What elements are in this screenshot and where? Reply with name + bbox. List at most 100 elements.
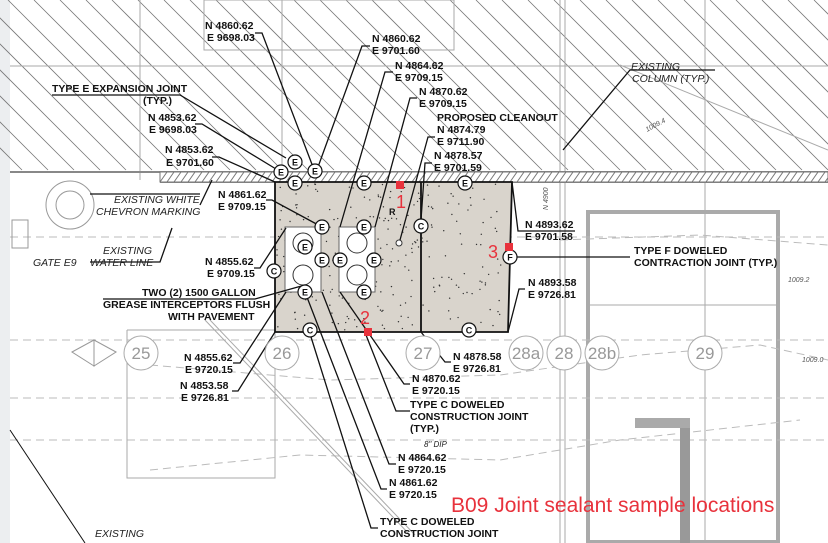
concrete-speckle [411, 243, 414, 245]
joint-tag-e: E [273, 164, 289, 180]
cleanout-icon [395, 239, 403, 247]
concrete-speckle [380, 291, 382, 293]
concrete-speckle [337, 217, 339, 220]
sample-marker-3-label: 3 [488, 242, 498, 262]
concrete-speckle [479, 288, 481, 291]
joint-tag-e: E [366, 252, 382, 268]
drawing-line [507, 288, 525, 333]
sample-marker-1[interactable] [396, 181, 404, 189]
coord-label: E 9726.81 [181, 392, 229, 404]
joint-tag-letter: E [292, 157, 298, 167]
hatch-line [0, 121, 49, 171]
concrete-speckle [302, 218, 305, 221]
curb-hatch [495, 171, 504, 183]
drawing-line [304, 291, 387, 490]
coord-label: E 9698.03 [149, 124, 197, 136]
hatch-line [527, 0, 699, 171]
curb-hatch [369, 171, 378, 183]
joint-tag-circle [307, 163, 323, 179]
concrete-speckle [315, 188, 317, 191]
concrete-speckle [414, 241, 417, 244]
joint-tag-e: E [297, 284, 313, 300]
curb-hatch [558, 171, 567, 183]
coord-label: E 9726.81 [453, 363, 501, 375]
hatch-line [0, 147, 23, 171]
concrete-speckle [417, 246, 420, 248]
concrete-speckle [384, 217, 386, 220]
concrete-speckle [278, 293, 280, 296]
coord-label: E 9701.59 [434, 162, 482, 174]
concrete-speckle [399, 224, 402, 226]
water-line-note: EXISTING [103, 245, 152, 257]
coord-label: E 9709.15 [419, 98, 467, 110]
drawing-line [255, 32, 314, 168]
concrete-speckle [379, 309, 382, 311]
drawing-line [55, 190, 85, 220]
type-e-note-typ: (TYP.) [143, 95, 172, 107]
hatch-line [709, 0, 828, 119]
drawing-line: 26 [273, 344, 292, 363]
drawing-line [90, 227, 173, 263]
joint-tag-e: E [297, 239, 313, 255]
concrete-speckle [433, 286, 435, 288]
curb-hatch [425, 171, 434, 183]
concrete-speckle [363, 317, 365, 320]
joint-tag-circle [297, 284, 313, 300]
concrete-speckle [438, 185, 440, 187]
joint-tag-circle [314, 219, 330, 235]
type-c-note-2: TYPE C DOWELED [380, 516, 475, 528]
curb-hatch [754, 171, 763, 183]
curb-hatch [194, 171, 203, 183]
drawing-line [405, 335, 441, 371]
concrete-speckle [399, 304, 402, 306]
drawing-line [365, 334, 410, 412]
concrete-speckle [350, 206, 352, 208]
concrete-speckle [408, 269, 410, 271]
concrete-speckle [447, 310, 450, 312]
drawing-line [45, 180, 95, 230]
drawing-line [508, 335, 544, 371]
drawing-line [149, 419, 801, 471]
drawing-line [232, 331, 276, 392]
concrete-speckle [407, 316, 409, 319]
hatch-line [787, 0, 828, 41]
drawing-line [511, 181, 575, 232]
concrete-speckle [322, 289, 325, 291]
sample-marker-3[interactable] [505, 243, 513, 251]
drawing-line [420, 162, 432, 221]
drawing-line [103, 284, 306, 300]
concrete-speckle [277, 235, 280, 238]
concrete-speckle [346, 315, 348, 318]
type-c-note-2: CONSTRUCTION JOINT [380, 528, 499, 540]
curb-hatch [488, 171, 497, 183]
curb-hatch [691, 171, 700, 183]
joint-tag-letter: E [302, 287, 308, 297]
sample-marker-2[interactable] [364, 328, 372, 336]
drawing-line [559, 234, 828, 246]
drawing-line [546, 335, 582, 371]
hatch-line [501, 0, 673, 171]
concrete-speckle [416, 239, 419, 241]
concrete-speckle [347, 317, 350, 320]
curb-hatch [215, 171, 224, 183]
concrete-speckle [283, 270, 285, 273]
hatch-line [683, 0, 828, 145]
concrete-speckle [481, 281, 483, 283]
type-c-note: (TYP.) [410, 423, 439, 435]
concrete-speckle [426, 240, 428, 242]
concrete-speckle [276, 254, 278, 256]
drawing-line [195, 123, 277, 170]
concrete-speckle [438, 284, 441, 286]
curb-hatch [446, 171, 455, 183]
curb-hatch [782, 171, 791, 183]
joint-tag-circle [287, 175, 303, 191]
curb-hatch [733, 171, 742, 183]
concrete-speckle [481, 266, 484, 268]
curb-hatch [579, 171, 588, 183]
concrete-speckle [328, 265, 330, 268]
concrete-speckle [395, 218, 398, 220]
joint-tag-letter: E [319, 255, 325, 265]
curb-hatch [404, 171, 413, 183]
drawing-line [317, 45, 370, 168]
